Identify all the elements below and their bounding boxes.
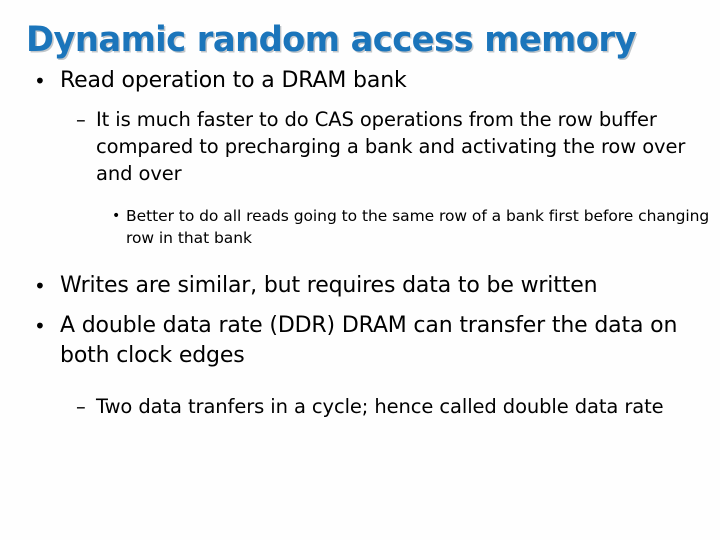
- bullet-text: It is much faster to do CAS operations f…: [96, 108, 686, 185]
- bullet-text: Two data tranfers in a cycle; hence call…: [96, 395, 664, 418]
- bullet-text: A double data rate (DDR) DRAM can transf…: [60, 313, 678, 368]
- bullet-marker-icon: •: [34, 314, 46, 338]
- bullet-item-read-operation: • Read operation to a DRAM bank: [0, 66, 720, 96]
- spacer: [0, 187, 720, 205]
- bullet-item-writes: • Writes are similar, but requires data …: [0, 271, 720, 301]
- bullet-marker-icon: •: [112, 208, 121, 224]
- bullet-item-two-transfers: – Two data tranfers in a cycle; hence ca…: [0, 393, 720, 420]
- dash-marker-icon: –: [76, 108, 86, 131]
- page-title: Dynamic random access memory: [26, 20, 637, 60]
- bullet-item-cas-operations: – It is much faster to do CAS operations…: [0, 106, 720, 187]
- spacer: [0, 371, 720, 393]
- bullet-text: Writes are similar, but requires data to…: [60, 273, 598, 298]
- bullet-marker-icon: •: [34, 274, 46, 298]
- bullet-marker-icon: •: [34, 69, 46, 93]
- slide-body: • Read operation to a DRAM bank – It is …: [0, 66, 720, 420]
- bullet-text: Better to do all reads going to the same…: [126, 207, 710, 247]
- spacer: [0, 96, 720, 106]
- bullet-item-ddr: • A double data rate (DDR) DRAM can tran…: [0, 311, 720, 371]
- spacer: [0, 249, 720, 271]
- spacer: [0, 301, 720, 311]
- bullet-item-same-row-reads: • Better to do all reads going to the sa…: [0, 205, 720, 249]
- dash-marker-icon: –: [76, 395, 86, 418]
- bullet-text: Read operation to a DRAM bank: [60, 68, 407, 93]
